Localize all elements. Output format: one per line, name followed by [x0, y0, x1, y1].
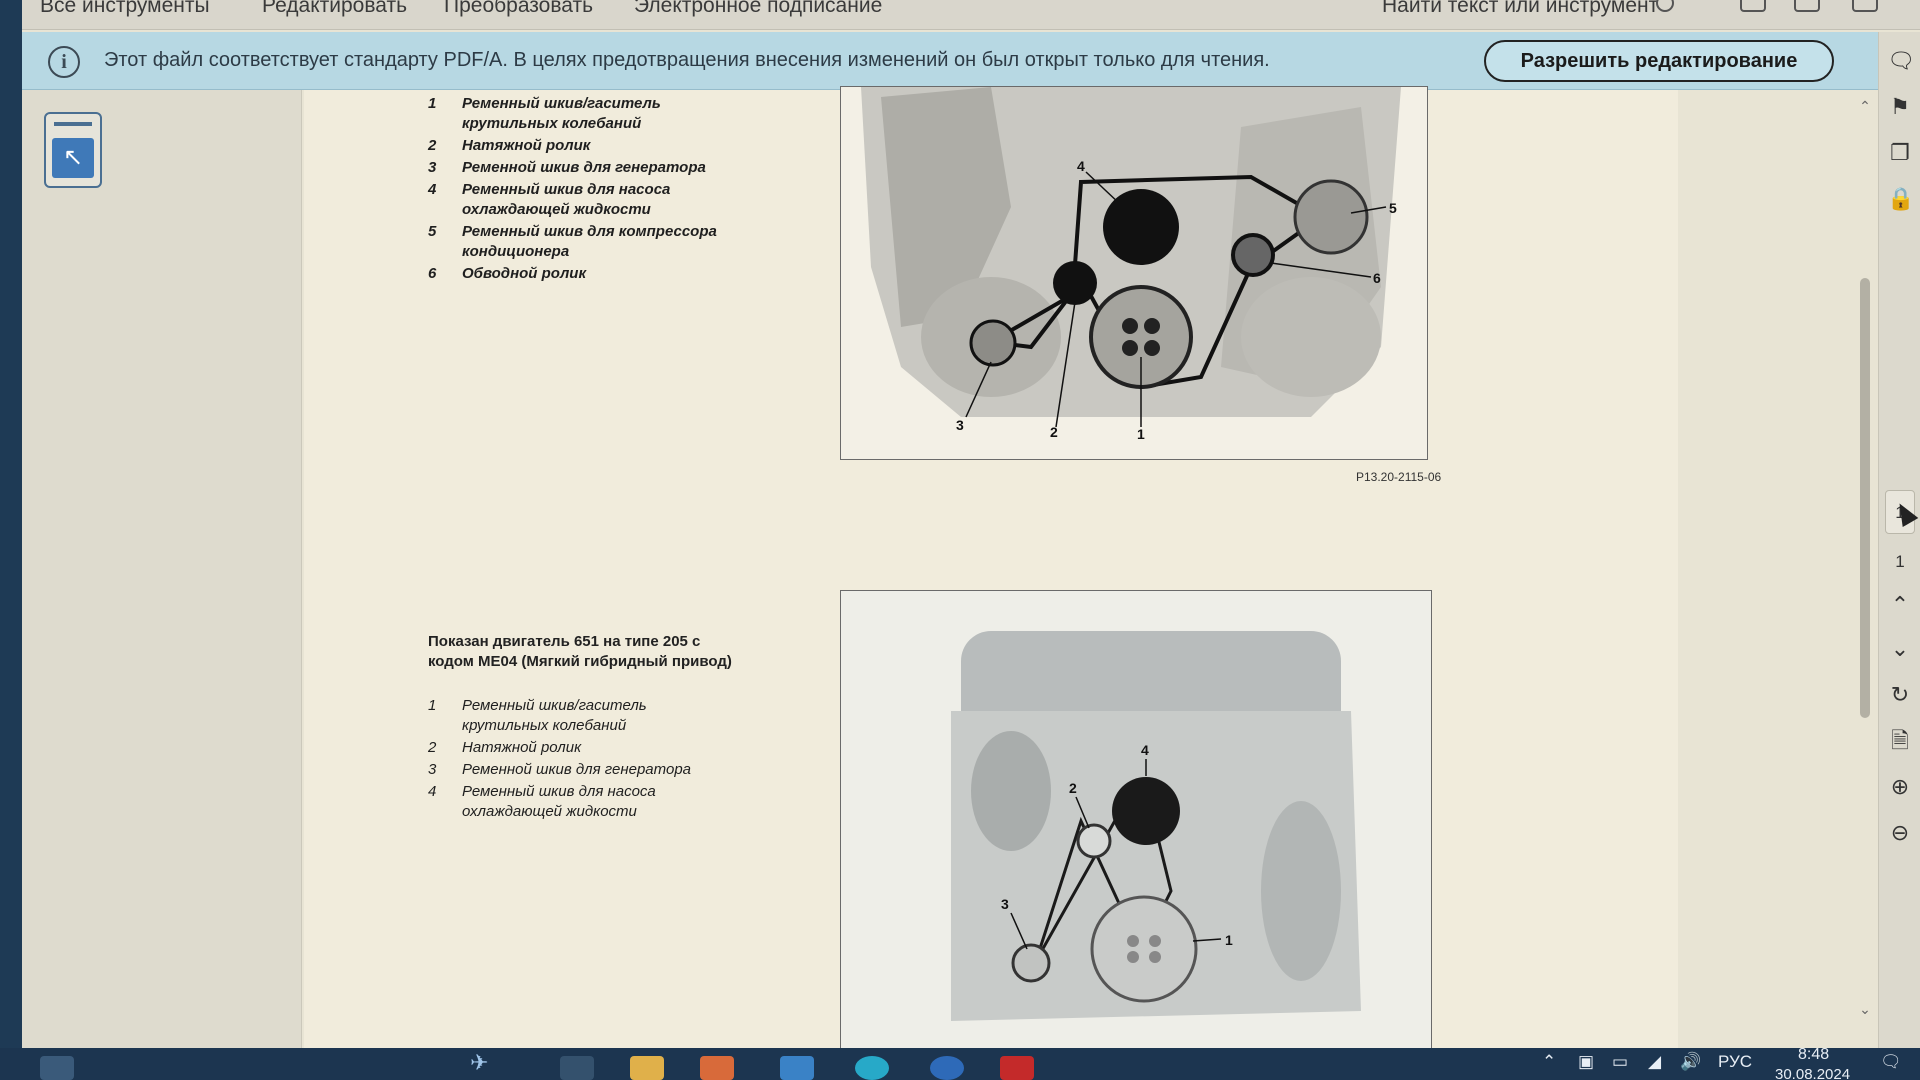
pointer-icon: ↖ [52, 138, 94, 178]
notifications-icon[interactable]: 🗨 [1880, 1052, 1902, 1071]
document-scrollbar[interactable]: ⌃ ⌄ [1858, 98, 1872, 1018]
edge-icon[interactable] [855, 1056, 889, 1080]
callout-1: 1 [1225, 932, 1233, 948]
pulley-2 [1053, 261, 1097, 305]
hybrid-engine-belt-illustration: 4 2 3 1 [841, 591, 1431, 1048]
task-view-icon[interactable] [560, 1056, 594, 1080]
tool-bar-decoration [54, 122, 92, 126]
figure1-engine-diagram: 1 2 3 4 5 6 [840, 86, 1428, 460]
banner-message: Этот файл соответствует стандарту PDF/A.… [104, 49, 1270, 71]
language-indicator[interactable]: РУС [1718, 1052, 1753, 1071]
menu-e-sign[interactable]: Электронное подписание [634, 0, 883, 17]
pulley-3 [969, 319, 1017, 367]
select-tool-button[interactable]: ↖ [44, 112, 102, 188]
start-button[interactable] [40, 1056, 74, 1080]
volume-icon[interactable]: 🔊 [1680, 1052, 1702, 1071]
app-icon-bird[interactable]: ✈ [470, 1050, 489, 1075]
network-icon[interactable]: ◢ [1648, 1052, 1662, 1071]
callout-2: 2 [1069, 780, 1077, 796]
chevron-down-icon[interactable]: ⌄ [1890, 636, 1910, 661]
total-page-number: 1 [1895, 552, 1905, 571]
menu-edit[interactable]: Редактировать [262, 0, 408, 17]
current-page-number[interactable]: 1 [1885, 490, 1915, 534]
engine-belt-drive-illustration: 1 2 3 4 5 6 [841, 87, 1427, 459]
file-explorer-icon[interactable] [630, 1056, 664, 1080]
figure2-caption: Показан двигатель 651 на типе 205 с кодо… [428, 633, 732, 670]
top-menubar: Все инструменты Редактировать Преобразов… [22, 0, 1920, 30]
callout-2: 2 [1050, 424, 1058, 440]
enable-editing-button[interactable]: Разрешить редактирование [1484, 40, 1834, 82]
search-icon[interactable] [1656, 0, 1674, 12]
scroll-down-arrow[interactable]: ⌄ [1859, 1001, 1871, 1017]
pulley-6 [1231, 233, 1275, 277]
search-tools-field[interactable]: Найти текст или инструмент [1382, 0, 1659, 17]
acrobat-icon[interactable] [1000, 1056, 1034, 1080]
figure1-code: P13.20-2115-06 [1356, 470, 1442, 484]
tray-chevron-icon[interactable]: ⌃ [1542, 1052, 1557, 1071]
windows-taskbar: ✈ ⌃ ▣ ▭ ◢ 🔊 РУС 8:48 30.08.2024 🗨 [0, 1046, 1920, 1080]
pulley-5 [1293, 179, 1369, 255]
pulley-3 [1011, 943, 1051, 983]
menu-all-tools[interactable]: Все инструменты [40, 0, 210, 17]
rotate-icon[interactable]: ↻ [1890, 682, 1910, 707]
save-icon[interactable] [1740, 0, 1766, 12]
zoom-in-icon[interactable]: ⊕ [1890, 774, 1910, 799]
callout-5: 5 [1389, 200, 1397, 216]
callout-3: 3 [956, 417, 964, 433]
bookmark-icon[interactable]: ⚑ [1890, 94, 1910, 119]
left-tool-panel: ↖ [22, 90, 302, 1048]
store-icon[interactable] [700, 1056, 734, 1080]
pdfa-info-banner: i Этот файл соответствует стандарту PDF/… [22, 32, 1878, 90]
print-icon[interactable] [1794, 0, 1820, 12]
protect-icon[interactable]: 🔒 [1887, 186, 1915, 211]
menu-convert[interactable]: Преобразовать [444, 0, 594, 17]
tray-device-icon[interactable]: ▣ [1578, 1052, 1595, 1071]
scroll-up-arrow[interactable]: ⌃ [1859, 98, 1871, 114]
info-icon: i [48, 46, 80, 78]
ie-icon[interactable] [930, 1056, 964, 1080]
callout-6: 6 [1373, 270, 1381, 286]
mail-icon[interactable] [1852, 0, 1878, 12]
callout-1: 1 [1137, 426, 1145, 442]
callout-3: 3 [1001, 896, 1009, 912]
zoom-out-icon[interactable]: ⊖ [1890, 820, 1910, 845]
page-icon[interactable]: 🗎 [1891, 728, 1909, 753]
pulley-1 [1090, 895, 1198, 1003]
pulley-4 [1103, 189, 1179, 265]
callout-4: 4 [1077, 158, 1085, 174]
copy-icon[interactable]: ❐ [1890, 140, 1910, 165]
battery-icon[interactable]: ▭ [1612, 1052, 1629, 1071]
pulley-2 [1076, 823, 1112, 859]
clock-time[interactable]: 8:48 [1798, 1046, 1830, 1063]
callout-4: 4 [1141, 742, 1149, 758]
screen: Все инструменты Редактировать Преобразов… [22, 0, 1920, 1048]
scrollbar-thumb[interactable] [1860, 278, 1870, 718]
comment-icon[interactable]: 🗨 [1887, 48, 1915, 73]
pulley-4 [1112, 777, 1180, 845]
right-tool-rail: 🗨 ⚑ ❐ 🔒 1 1 ⌃ ⌄ ↻ 🗎 ⊕ ⊖ [1878, 32, 1920, 1048]
mail-app-icon[interactable] [780, 1056, 814, 1080]
figure2-engine-diagram: 4 2 3 1 [840, 590, 1432, 1048]
clock-date[interactable]: 30.08.2024 [1775, 1066, 1851, 1080]
chevron-up-icon[interactable]: ⌃ [1890, 592, 1910, 617]
